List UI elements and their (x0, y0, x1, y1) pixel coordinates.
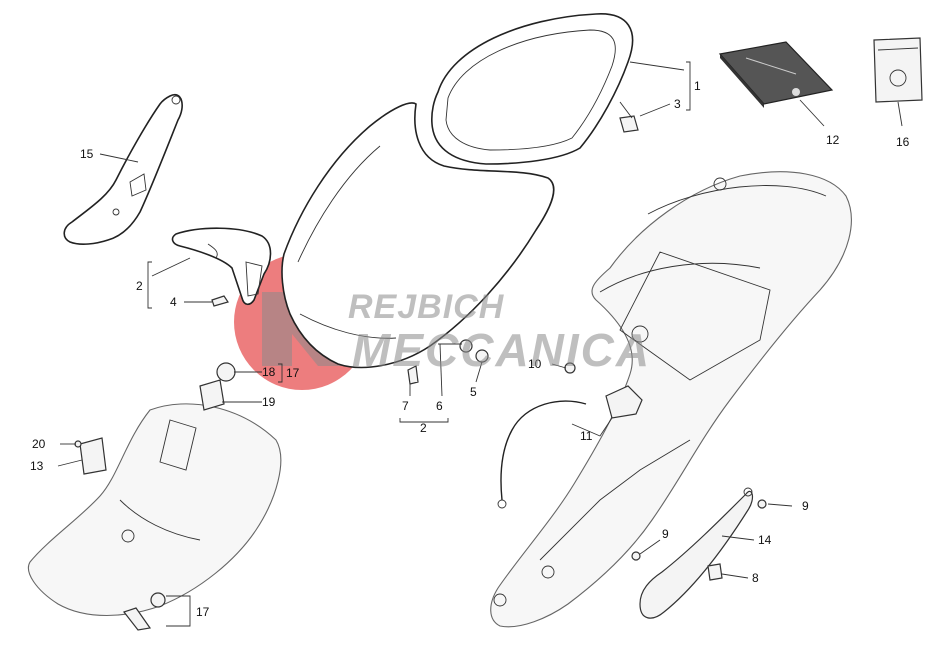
part-3-bumper (619, 115, 639, 133)
callout-15: 15 (80, 147, 94, 161)
callout-19: 19 (262, 395, 276, 409)
callout-labels: 1 3 12 16 15 2 4 18 17 19 20 13 17 7 6 5… (30, 79, 910, 619)
callout-10: 10 (528, 357, 542, 371)
part-14-rear-panel (639, 487, 754, 619)
part-15-side-cover (63, 93, 183, 245)
part-17-nut (150, 592, 166, 608)
part-13-undertray (28, 403, 282, 616)
callout-8: 8 (752, 571, 759, 585)
callout-7: 7 (402, 399, 409, 413)
callout-9b: 9 (662, 527, 669, 541)
callout-4: 4 (170, 295, 177, 309)
callout-5: 5 (470, 385, 477, 399)
part-12-manual (718, 41, 834, 108)
part-rear-seat (431, 13, 634, 165)
callout-12: 12 (826, 133, 840, 147)
callout-9a: 9 (802, 499, 809, 513)
callout-20: 20 (32, 437, 46, 451)
callout-2a: 2 (136, 279, 143, 293)
callout-6: 6 (436, 399, 443, 413)
part-6-washer (459, 339, 473, 353)
callout-17b: 17 (196, 605, 210, 619)
part-7-screw (407, 365, 419, 385)
part-front-seat (281, 102, 555, 369)
part-9-screw-a (757, 499, 767, 509)
part-19-latch (199, 379, 225, 411)
part-9-screw-b (631, 551, 641, 561)
watermark-line1: REJBICH (348, 288, 505, 326)
callout-11: 11 (580, 429, 593, 443)
part-17-key (123, 607, 152, 631)
part-8-fastener (707, 563, 723, 581)
leader-lines (57, 61, 903, 627)
callout-2b: 2 (420, 421, 427, 435)
callout-1: 1 (694, 79, 701, 93)
part-rear-subframe (490, 171, 852, 628)
callout-17a: 17 (286, 366, 300, 380)
part-4-grommet (211, 295, 229, 307)
part-11-seat-cable (497, 385, 643, 509)
callout-14: 14 (758, 533, 772, 547)
callout-18: 18 (262, 365, 276, 379)
callout-3: 3 (674, 97, 681, 111)
part-13-bracket (79, 437, 107, 475)
part-16-kit-bag (873, 37, 923, 103)
part-18-nut (216, 362, 236, 382)
watermark-line2: MECCANICA (352, 324, 651, 376)
callout-13: 13 (30, 459, 44, 473)
callout-16: 16 (896, 135, 910, 149)
part-seat-tray (171, 227, 272, 306)
